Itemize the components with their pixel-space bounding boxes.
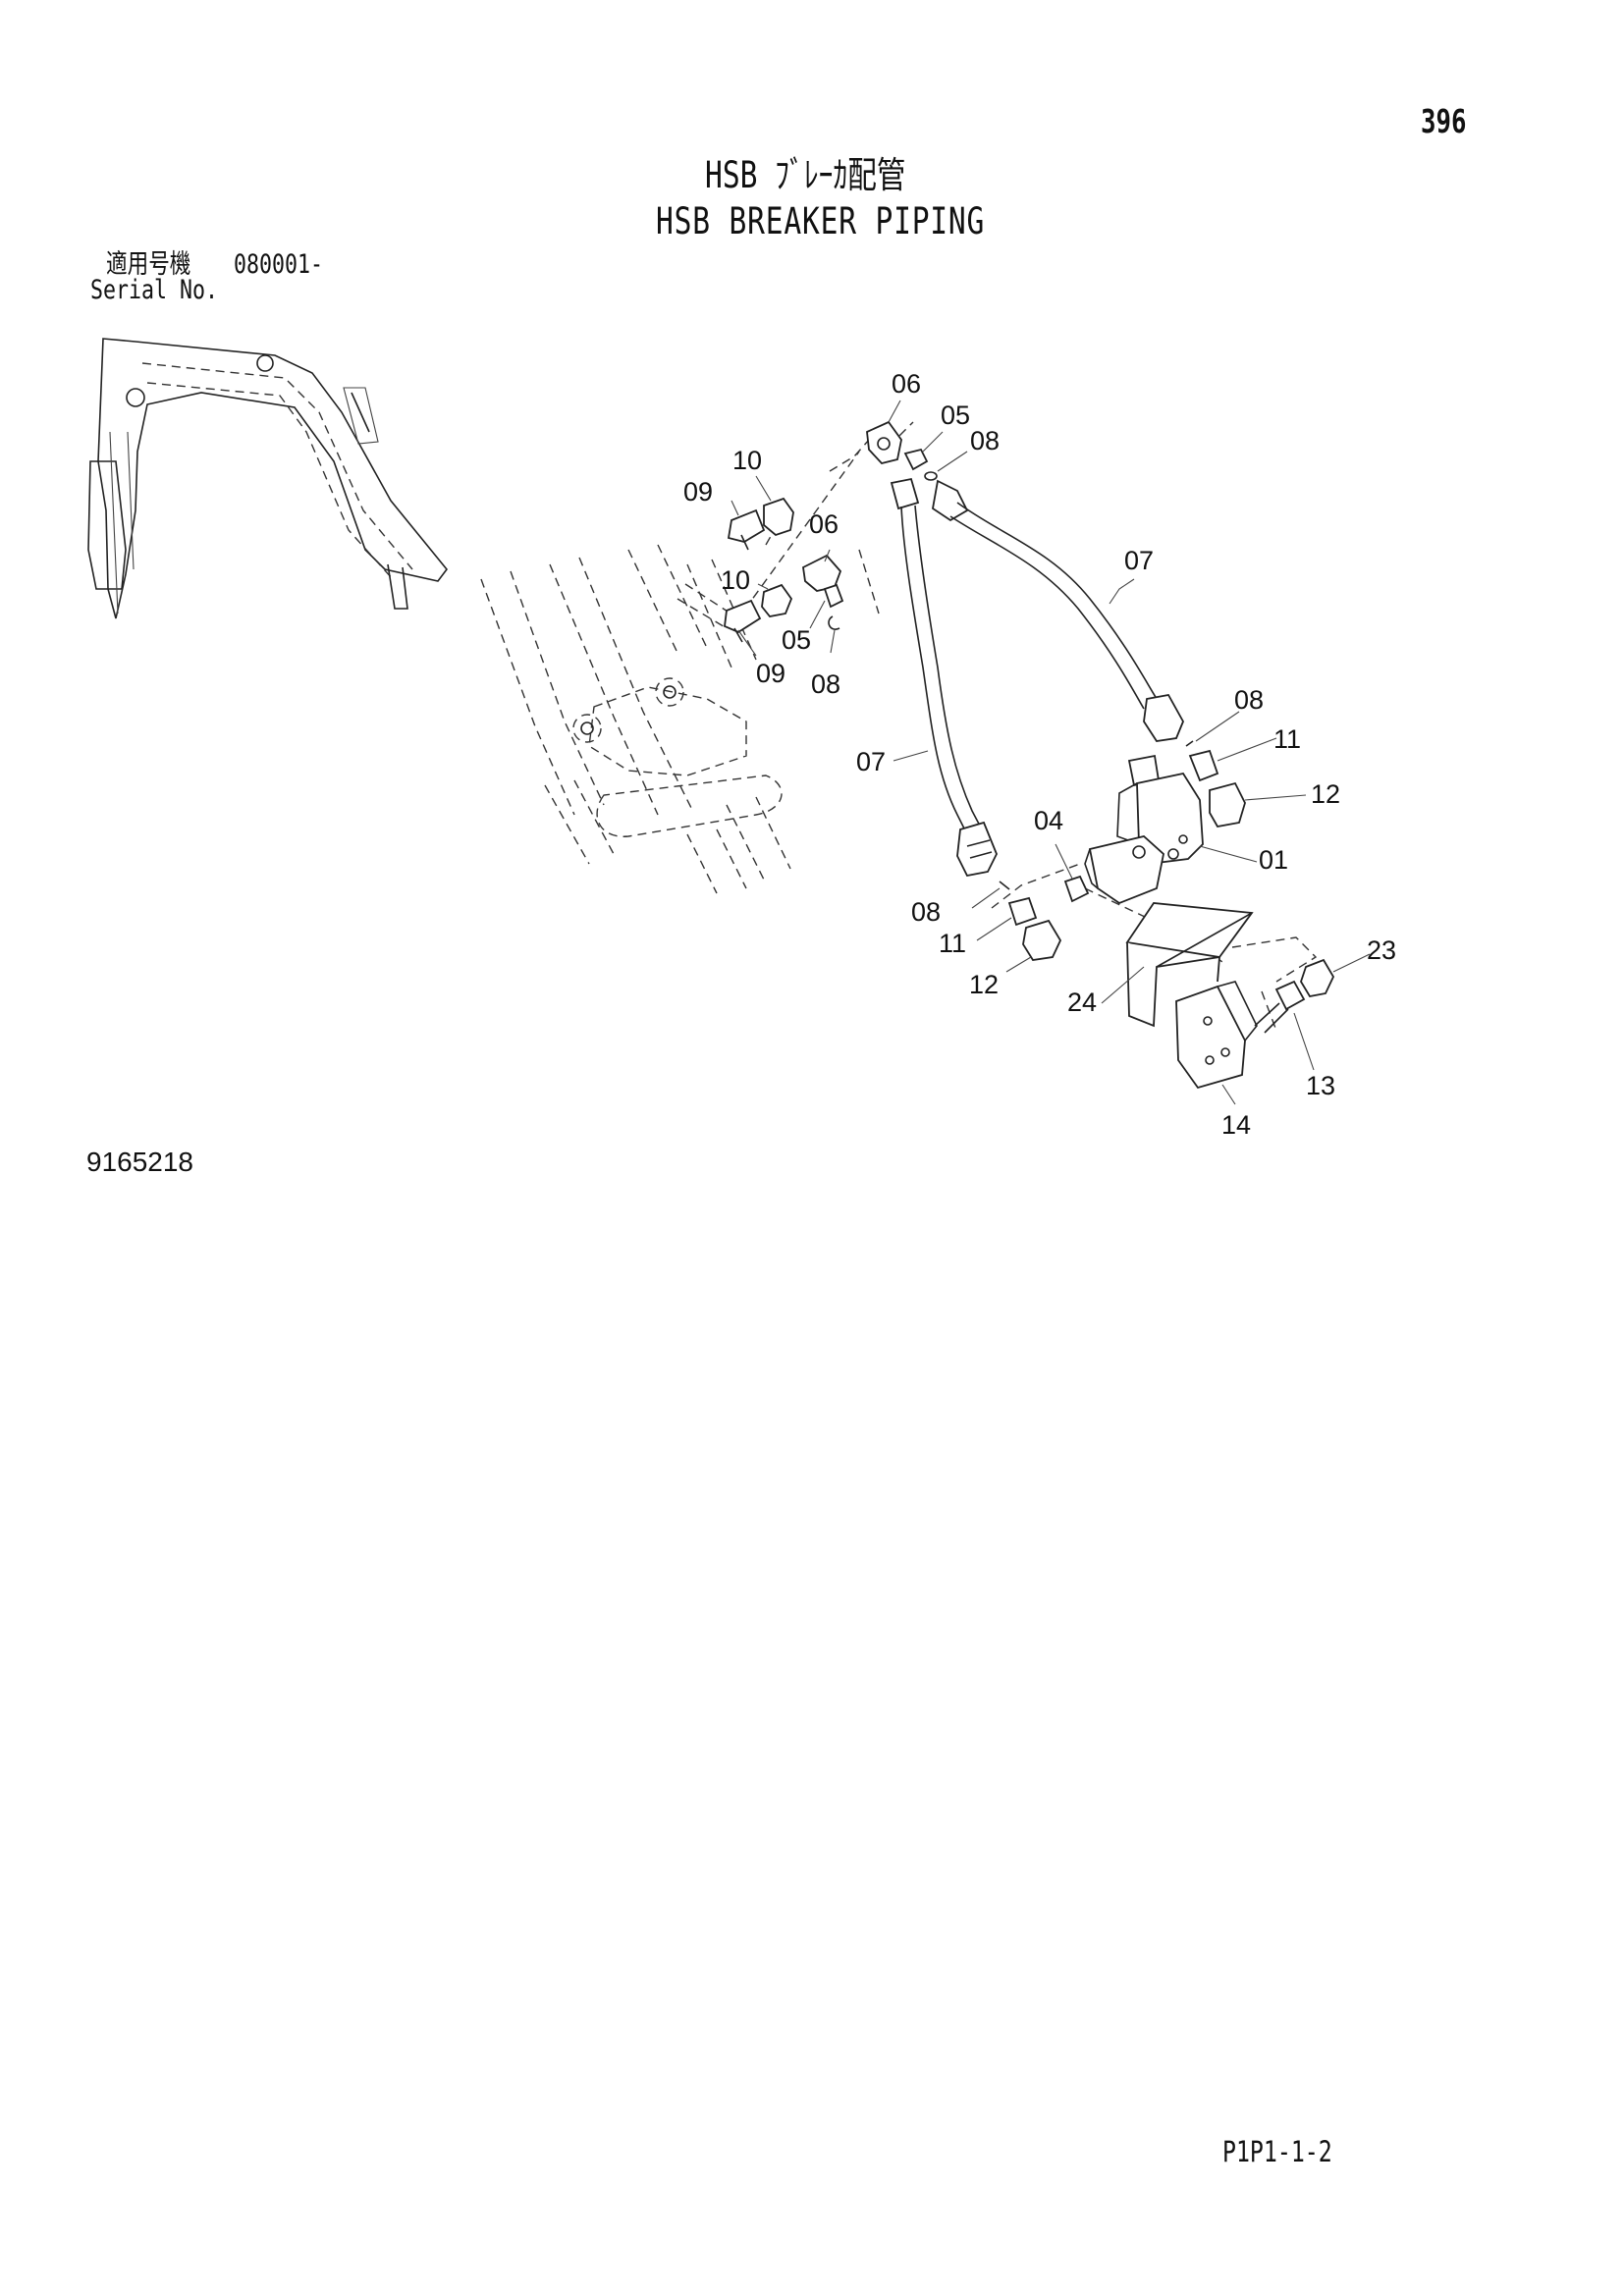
title-japanese: HSB ﾌﾞﾚｰｶ配管 — [705, 154, 906, 196]
excavator-arm-sketch — [87, 338, 449, 619]
callout-07-right: 07 — [1124, 546, 1154, 575]
boom-section-sketch — [480, 544, 791, 894]
callout-labels: 06 05 08 10 09 06 07 10 05 09 08 08 11 0… — [683, 369, 1396, 1140]
hoses — [890, 477, 1184, 878]
drawing-number: 9165218 — [86, 1147, 194, 1177]
callout-leaders — [731, 400, 1371, 1105]
callout-11-low: 11 — [939, 929, 966, 958]
callout-09-mid: 09 — [756, 659, 785, 688]
callout-08-mid: 08 — [811, 669, 840, 699]
callout-23: 23 — [1367, 935, 1396, 965]
valve-assembly — [999, 740, 1335, 1090]
callout-05-mid: 05 — [782, 625, 811, 655]
callout-09-top: 09 — [683, 477, 713, 507]
callout-13: 13 — [1306, 1071, 1335, 1100]
page-number: 396 — [1421, 102, 1467, 140]
callout-06-top: 06 — [892, 369, 921, 399]
callout-14: 14 — [1221, 1110, 1251, 1140]
callout-05-top: 05 — [941, 400, 970, 430]
callout-04: 04 — [1034, 806, 1063, 835]
serial-applicable-row: 適用号機 080001- — [106, 251, 323, 278]
upper-fittings — [724, 420, 938, 643]
callout-01: 01 — [1259, 845, 1288, 875]
title-english: HSB BREAKER PIPING — [656, 200, 986, 242]
callout-08-right: 08 — [1234, 685, 1264, 715]
page-code: P1P1-1-2 — [1222, 2135, 1332, 2168]
callout-10-mid: 10 — [721, 565, 750, 595]
callout-08-low: 08 — [911, 897, 941, 927]
callout-07-left: 07 — [856, 747, 886, 776]
callout-24: 24 — [1067, 988, 1097, 1017]
serial-label-japanese: 適用号機 — [106, 249, 191, 280]
serial-value: 080001- — [234, 249, 324, 280]
exploded-parts-diagram: 06 05 08 10 09 06 07 10 05 09 08 08 11 0… — [87, 338, 1396, 1140]
callout-06-mid: 06 — [809, 509, 839, 539]
callout-11-right: 11 — [1273, 724, 1301, 754]
callout-12-right: 12 — [1311, 779, 1340, 809]
callout-10-top: 10 — [732, 446, 762, 475]
callout-08-top: 08 — [970, 426, 1000, 455]
serial-label-english: Serial No. — [90, 275, 219, 305]
callout-12-low: 12 — [969, 970, 999, 999]
